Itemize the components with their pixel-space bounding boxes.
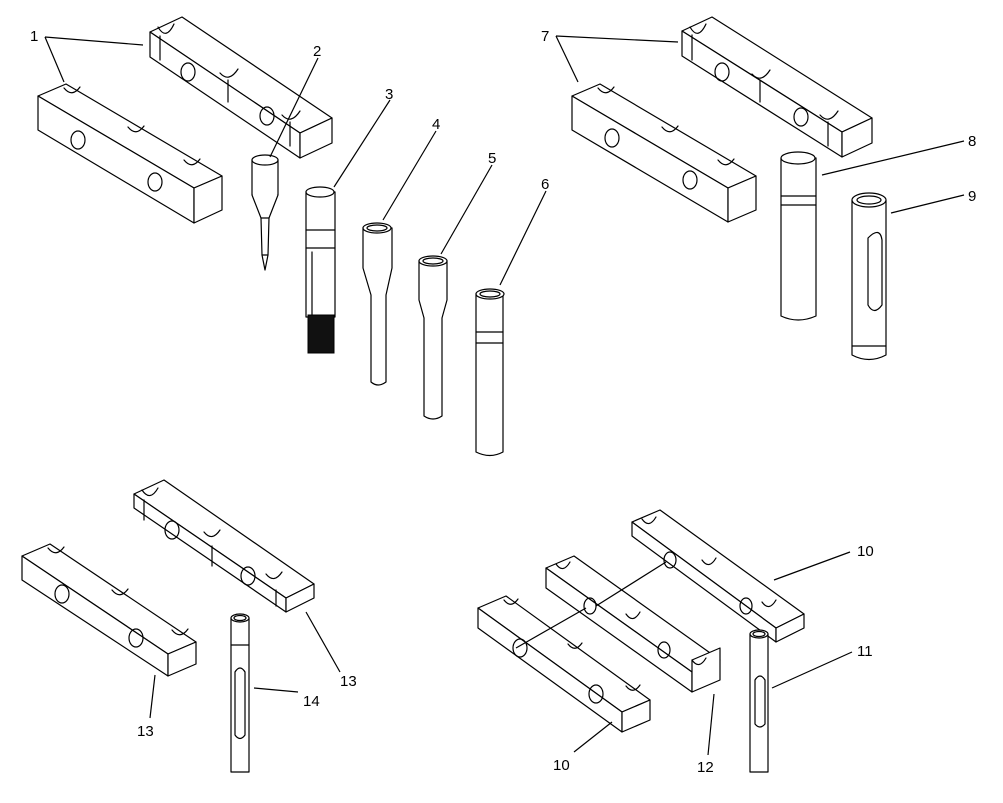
callout-11: 11 <box>857 643 873 660</box>
part-10-block-rear <box>631 509 805 643</box>
part-5-hollow-pin <box>418 255 448 420</box>
callout-6: 6 <box>541 176 549 193</box>
callout-8: 8 <box>968 133 976 150</box>
part-4-hollow-pin <box>362 222 393 386</box>
callout-1: 1 <box>30 28 38 45</box>
part-1-block-rear <box>149 16 333 159</box>
callout-4: 4 <box>432 116 440 133</box>
callout-9: 9 <box>968 188 976 205</box>
part-12-block-middle <box>545 555 721 693</box>
assembly-guide-lines <box>515 561 667 649</box>
callout-7: 7 <box>541 28 549 45</box>
part-14-slotted-pin <box>230 613 250 773</box>
callout-10-upper: 10 <box>857 543 874 560</box>
callout-13-left: 13 <box>137 723 154 740</box>
leader-lines-group-2 <box>555 35 965 214</box>
callout-2: 2 <box>313 43 321 60</box>
leader-lines-group-3 <box>149 611 341 719</box>
callout-10-lower: 10 <box>553 757 570 774</box>
part-13-block-front <box>21 543 197 677</box>
callout-5: 5 <box>488 150 496 167</box>
part-7-block-front <box>571 83 757 223</box>
leader-lines-group-4 <box>573 551 853 756</box>
part-11-slotted-pin <box>749 629 769 773</box>
part-2-pointed-pin <box>251 154 279 271</box>
part-6-hollow-pin <box>475 288 505 457</box>
callout-13-right: 13 <box>340 673 357 690</box>
callout-12: 12 <box>697 759 714 776</box>
part-1-block-front <box>37 83 223 224</box>
leader-lines-group-1 <box>44 36 547 286</box>
callout-3: 3 <box>385 86 393 103</box>
part-8-solid-pin <box>780 151 817 321</box>
part-13-block-rear <box>133 479 315 613</box>
part-10-block-front <box>477 595 651 733</box>
part-3-threaded-pin <box>305 186 336 354</box>
callout-14: 14 <box>303 693 320 710</box>
part-7-block-rear <box>681 16 873 158</box>
part-9-slotted-sleeve <box>851 192 887 361</box>
